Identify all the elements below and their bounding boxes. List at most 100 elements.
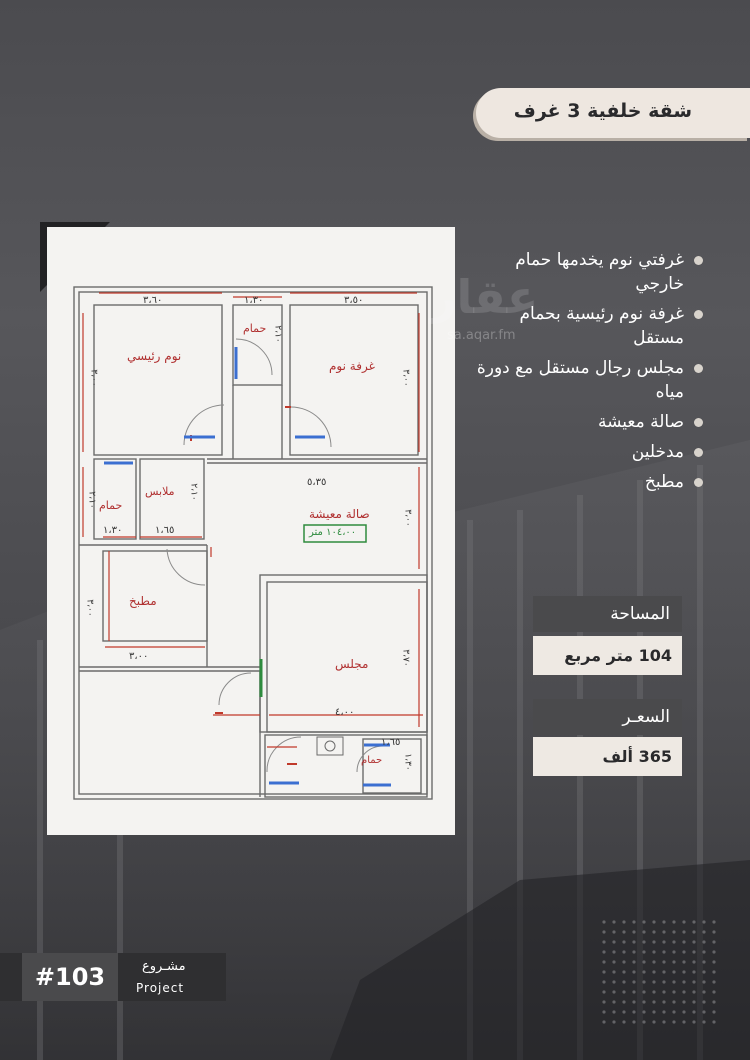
dot bbox=[702, 940, 706, 944]
dot bbox=[712, 990, 716, 994]
dot bbox=[682, 1020, 686, 1024]
dot bbox=[622, 930, 626, 934]
dot bbox=[632, 950, 636, 954]
dim-label: ٣،٦٠ bbox=[143, 295, 163, 306]
dot bbox=[702, 1010, 706, 1014]
dot bbox=[642, 990, 646, 994]
dot bbox=[682, 930, 686, 934]
dim-label: ٤،٠٠ bbox=[335, 707, 355, 718]
dot bbox=[692, 970, 696, 974]
dot bbox=[702, 1000, 706, 1004]
dot bbox=[642, 950, 646, 954]
dot bbox=[712, 970, 716, 974]
dot bbox=[622, 1020, 626, 1024]
dot bbox=[662, 950, 666, 954]
floor-plan-card: نوم رئيسي غرفة نوم حمام حمام ملابس صالة … bbox=[47, 227, 455, 835]
dim-label: ٣،٥٠ bbox=[344, 295, 364, 306]
dim-label: ١،٦٥ bbox=[155, 525, 175, 536]
dot bbox=[682, 1000, 686, 1004]
dot bbox=[652, 990, 656, 994]
dot bbox=[622, 940, 626, 944]
dim-label: ١،٣٠ bbox=[244, 295, 264, 306]
dot bbox=[652, 1000, 656, 1004]
room-living: صالة معيشة bbox=[309, 507, 370, 521]
dot bbox=[692, 940, 696, 944]
watermark-logo: عقار bbox=[430, 270, 539, 324]
dot bbox=[672, 980, 676, 984]
room-bath-bottom: حمام bbox=[361, 755, 383, 766]
dot bbox=[632, 980, 636, 984]
feature-item: غرفتي نوم يخدمها حمام خارجي bbox=[470, 248, 703, 296]
dot bbox=[692, 950, 696, 954]
dim-label: ٣،٧٠ bbox=[400, 649, 411, 667]
price-value: 365 ألف bbox=[533, 737, 682, 776]
dot bbox=[702, 950, 706, 954]
dim-label: ٢،١٠ bbox=[188, 483, 199, 501]
dot bbox=[712, 1000, 716, 1004]
dot bbox=[662, 1020, 666, 1024]
dot bbox=[632, 1000, 636, 1004]
bullet-icon bbox=[694, 310, 703, 319]
dot bbox=[692, 980, 696, 984]
dot bbox=[652, 1010, 656, 1014]
dot bbox=[672, 950, 676, 954]
room-bath-left: حمام bbox=[99, 499, 123, 512]
dot bbox=[682, 1010, 686, 1014]
dot bbox=[682, 920, 686, 924]
dot bbox=[712, 1020, 716, 1024]
dot bbox=[622, 990, 626, 994]
dot bbox=[702, 970, 706, 974]
title-tab: شقة خلفية 3 غرف bbox=[476, 88, 750, 138]
dot bbox=[712, 950, 716, 954]
dot bbox=[602, 920, 606, 924]
dot bbox=[622, 950, 626, 954]
dot bbox=[622, 960, 626, 964]
dot bbox=[642, 1020, 646, 1024]
dot bbox=[642, 920, 646, 924]
dot bbox=[632, 960, 636, 964]
dot bbox=[672, 960, 676, 964]
dot bbox=[672, 1020, 676, 1024]
dot bbox=[612, 1020, 616, 1024]
bullet-icon bbox=[694, 256, 703, 265]
dot bbox=[702, 990, 706, 994]
dot bbox=[672, 1010, 676, 1014]
dot bbox=[662, 960, 666, 964]
dots-decoration bbox=[602, 920, 716, 1024]
dot bbox=[602, 970, 606, 974]
features-list: غرفتي نوم يخدمها حمام خارجي غرفة نوم رئي… bbox=[470, 248, 703, 500]
dot bbox=[652, 970, 656, 974]
dot bbox=[682, 960, 686, 964]
dot bbox=[672, 920, 676, 924]
dot bbox=[652, 1020, 656, 1024]
dot bbox=[632, 1010, 636, 1014]
dot bbox=[612, 1010, 616, 1014]
dot bbox=[712, 980, 716, 984]
dot bbox=[662, 920, 666, 924]
dot bbox=[662, 1010, 666, 1014]
dot bbox=[642, 960, 646, 964]
dot bbox=[692, 930, 696, 934]
dot bbox=[682, 950, 686, 954]
dot bbox=[702, 1020, 706, 1024]
dim-label: ٣،٠٠ bbox=[84, 599, 95, 617]
dot bbox=[712, 930, 716, 934]
dot bbox=[702, 930, 706, 934]
dot bbox=[682, 970, 686, 974]
dot bbox=[602, 960, 606, 964]
room-majlis: مجلس bbox=[335, 657, 369, 671]
dot bbox=[632, 1020, 636, 1024]
project-label-en: Project bbox=[136, 981, 185, 995]
dot bbox=[652, 960, 656, 964]
dim-label: ١،٣٠ bbox=[402, 753, 413, 771]
dot bbox=[702, 960, 706, 964]
feature-item: صالة معيشة bbox=[470, 410, 703, 434]
dot bbox=[682, 940, 686, 944]
dim-label: ٢،١٠ bbox=[86, 491, 97, 509]
dim-label: ٣،٠٠ bbox=[400, 369, 411, 387]
dot bbox=[702, 980, 706, 984]
dim-label: ٣،٠٠ bbox=[88, 369, 99, 387]
dot bbox=[682, 980, 686, 984]
price-label: السعـر bbox=[533, 699, 682, 735]
dim-label: ٣،٠٠ bbox=[402, 509, 413, 527]
